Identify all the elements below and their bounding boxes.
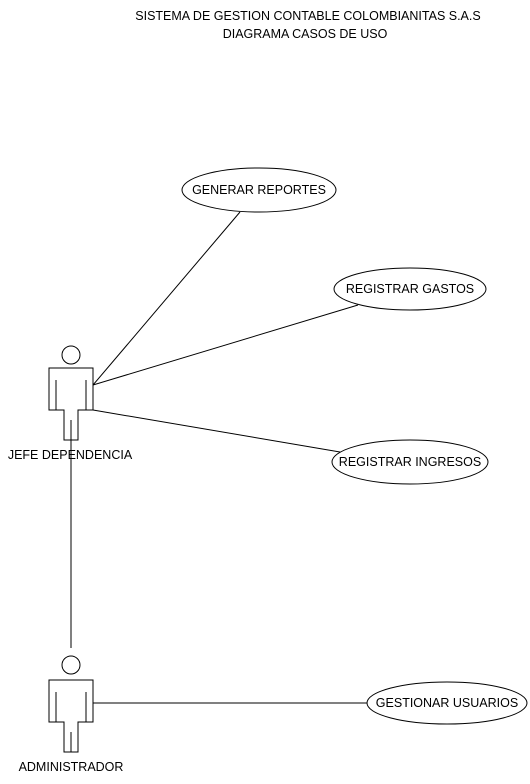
diagram-title: SISTEMA DE GESTION CONTABLE COLOMBIANITA…	[135, 9, 480, 23]
actor-body	[48, 367, 94, 441]
diagram-subtitle: DIAGRAMA CASOS DE USO	[223, 27, 388, 41]
use-case-ellipse	[333, 267, 487, 311]
actor-administrador-label: ADMINISTRADOR	[19, 760, 124, 774]
actor-jefe-dependencia[interactable]	[48, 345, 94, 441]
actor-jefe-label: JEFE DEPENDENCIA	[8, 448, 133, 462]
use-case-ellipse	[331, 439, 489, 485]
use-case-label: REGISTRAR INGRESOS	[339, 455, 481, 469]
association-jefe-registrar-ingresos	[92, 409, 341, 453]
use-case-ellipse	[366, 681, 528, 725]
actor-head	[61, 655, 81, 675]
use-case-label: REGISTRAR GASTOS	[346, 282, 474, 296]
use-case-label: GESTIONAR USUARIOS	[376, 696, 518, 710]
actor-body	[48, 679, 94, 753]
use-case-generar-reportes[interactable]: GENERAR REPORTES	[181, 167, 337, 213]
actor-head	[61, 345, 81, 365]
use-case-label: GENERAR REPORTES	[192, 183, 326, 197]
association-jefe-registrar-gastos	[92, 304, 359, 386]
use-case-ellipse	[181, 167, 337, 213]
association-jefe-generar-reportes	[92, 211, 241, 386]
use-case-registrar-gastos[interactable]: REGISTRAR GASTOS	[333, 267, 487, 311]
use-case-gestionar-usuarios[interactable]: GESTIONAR USUARIOS	[366, 681, 528, 725]
actor-administrador[interactable]	[48, 655, 94, 753]
use-case-registrar-ingresos[interactable]: REGISTRAR INGRESOS	[331, 439, 489, 485]
